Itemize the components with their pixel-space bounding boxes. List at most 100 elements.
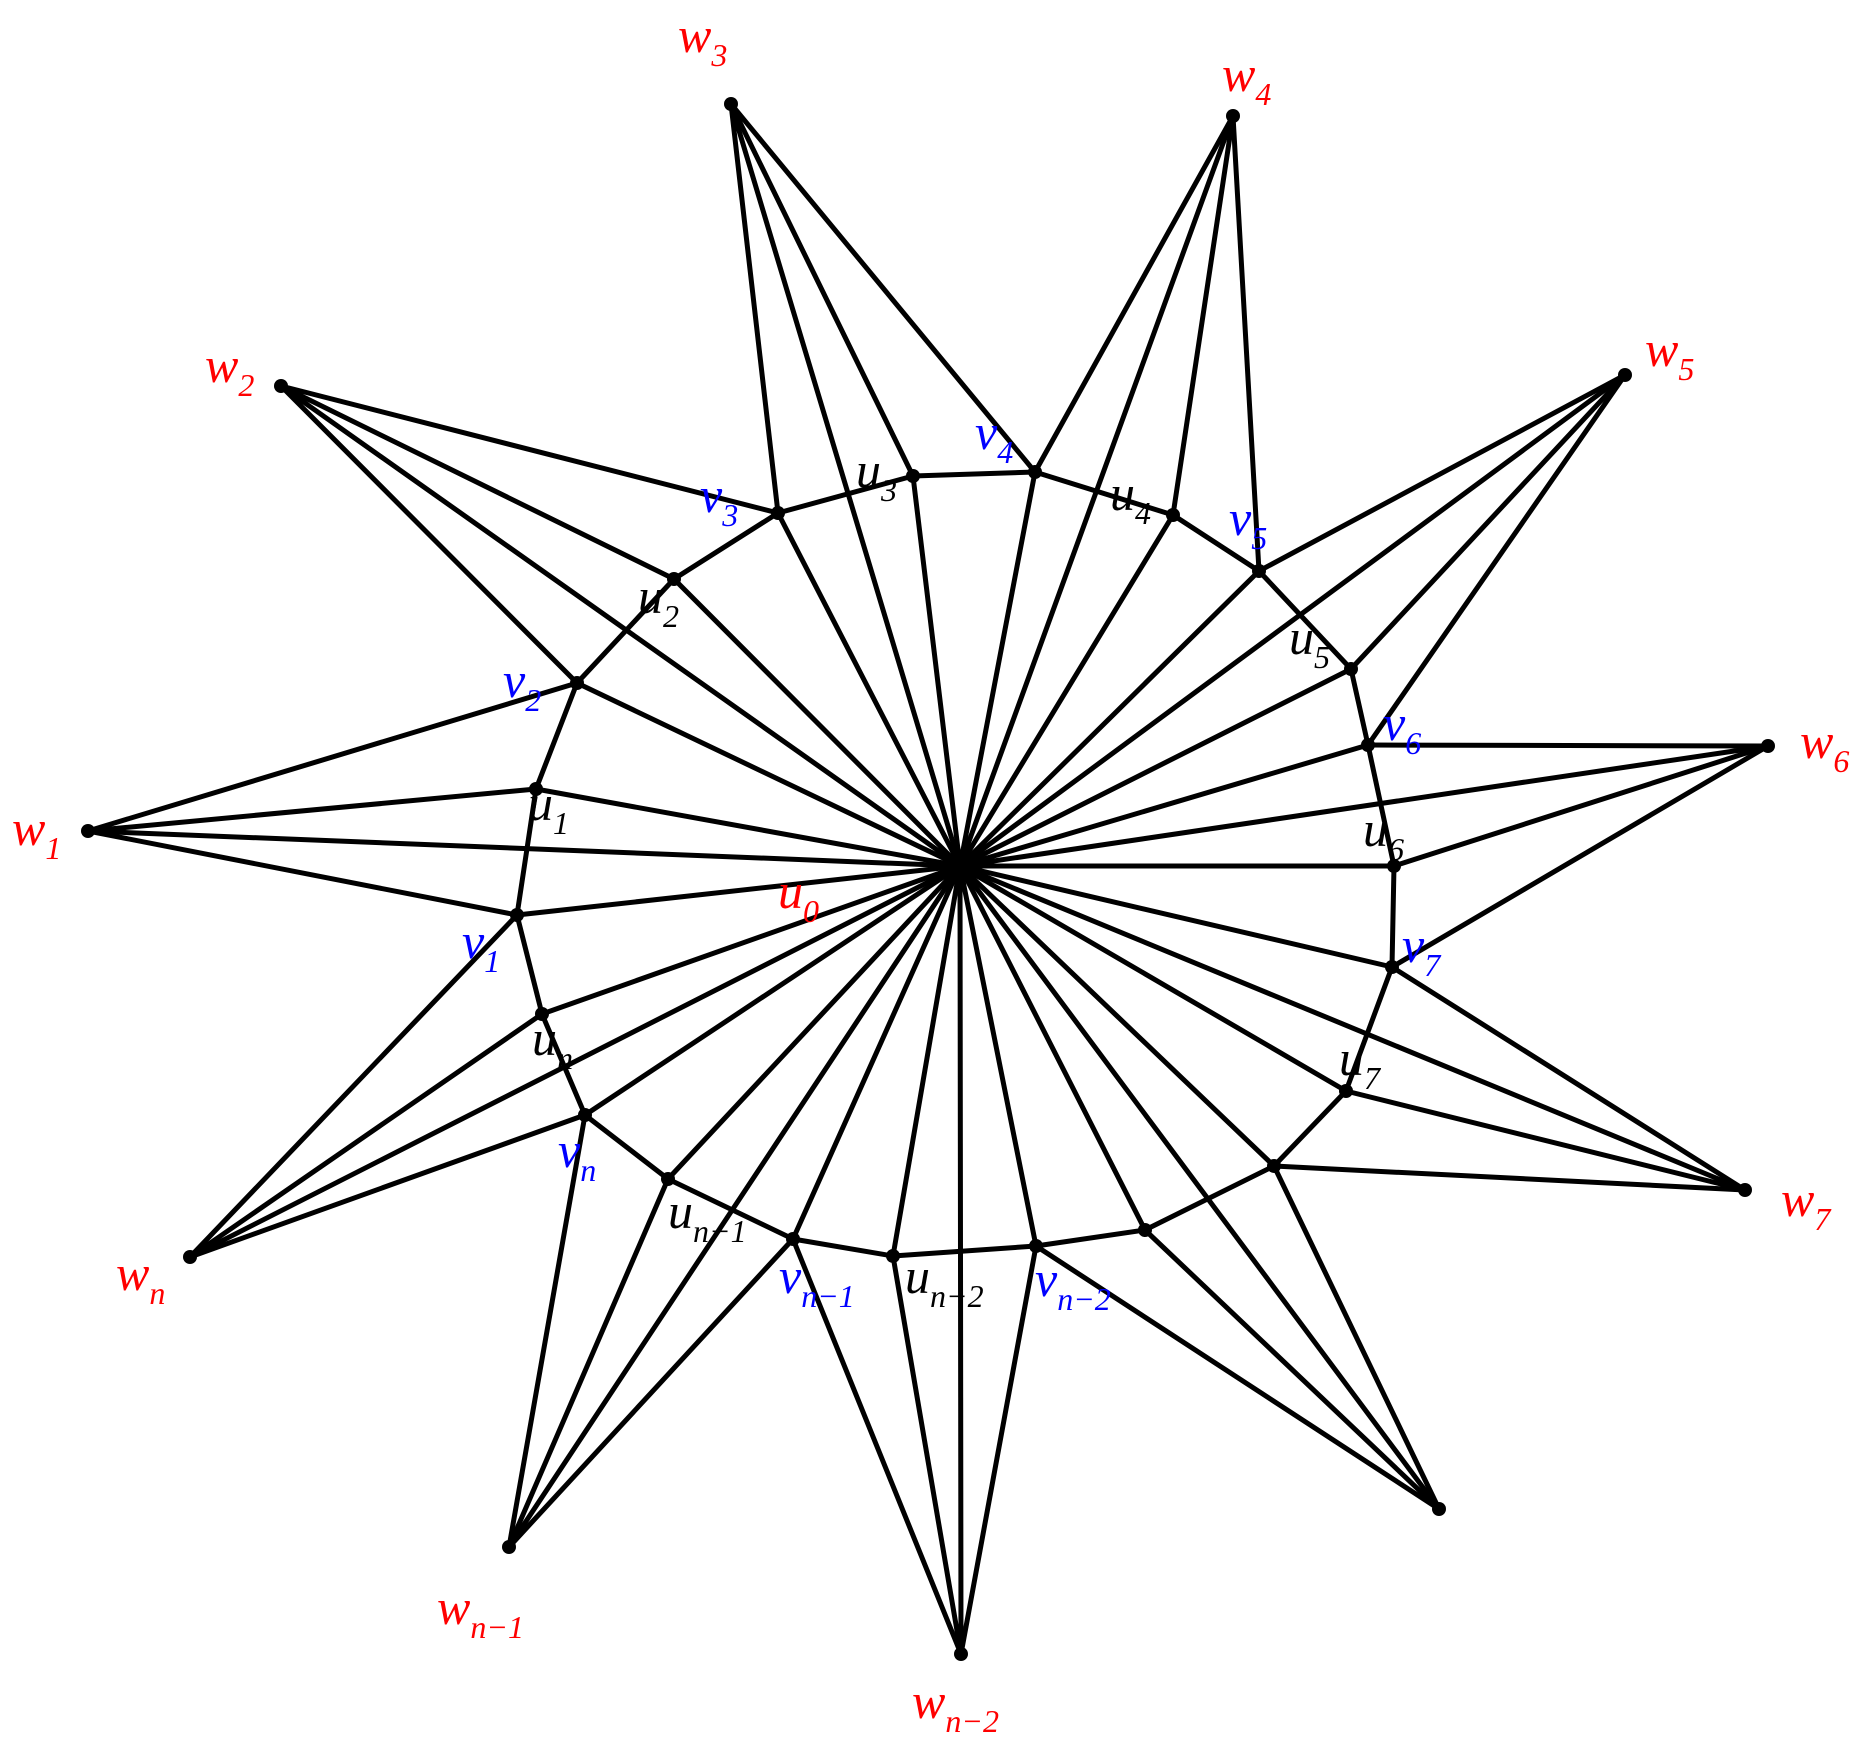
vertex-w2 <box>274 379 288 393</box>
edge-w7-u0 <box>957 863 1748 1193</box>
label-subscript: 3 <box>721 497 738 533</box>
label-base: v <box>1402 917 1425 973</box>
edge-wn2-un2 <box>890 1253 964 1657</box>
edge-u0-v2 <box>574 680 963 869</box>
label-base: u <box>638 568 663 624</box>
vertex-v2 <box>570 676 584 690</box>
label-subscript: 6 <box>1405 725 1421 761</box>
label-base: u <box>528 775 553 831</box>
vertex-w5 <box>1618 368 1632 382</box>
label-vn2: vn−2 <box>1035 1251 1111 1317</box>
vertex-u6 <box>1387 859 1401 873</box>
label-w4: w4 <box>1222 46 1271 112</box>
edge-un1-vn <box>582 1112 671 1182</box>
vertex-v1 <box>510 908 524 922</box>
edge-u0-un <box>539 863 963 1017</box>
label-base: v <box>700 467 723 523</box>
vertex-u2 <box>667 572 681 586</box>
label-v6: v6 <box>1383 695 1421 761</box>
edge-u0-v7 <box>957 863 1395 970</box>
vertex-v7 <box>1385 960 1399 974</box>
vertex-vn <box>578 1108 592 1122</box>
label-base: u <box>532 1010 557 1066</box>
label-v5: v5 <box>1229 490 1267 556</box>
vertex-v3 <box>771 506 785 520</box>
label-base: w <box>437 1579 470 1635</box>
label-subscript: 6 <box>1833 743 1849 779</box>
label-subscript: 1 <box>45 830 61 866</box>
label-subscript: 2 <box>663 598 679 634</box>
label-base: u <box>1110 465 1135 521</box>
label-subscript: 7 <box>1814 1201 1832 1237</box>
edge-vx-ux <box>1142 1163 1277 1233</box>
label-w5: w5 <box>1645 321 1694 387</box>
edge-w6-u6 <box>1391 743 1771 869</box>
edge-u0-u2 <box>671 576 963 869</box>
edge-u0-ux <box>957 863 1148 1233</box>
label-vn1: vn−1 <box>779 1248 855 1314</box>
edge-u5-v6 <box>1348 666 1371 748</box>
vertex-vn1 <box>786 1232 800 1246</box>
vertex-w1 <box>81 824 95 838</box>
label-subscript: n <box>580 1152 596 1188</box>
label-base: w <box>116 1245 149 1301</box>
vertex-w3 <box>724 97 738 111</box>
label-u6: u6 <box>1363 801 1404 867</box>
label-v2: v2 <box>503 652 541 718</box>
label-subscript: 3 <box>880 472 897 508</box>
label-u3: u3 <box>856 442 897 508</box>
label-subscript: n−1 <box>693 1213 747 1249</box>
edge-wn1-vn <box>506 1112 588 1550</box>
edge-w7-vx <box>1271 1163 1748 1193</box>
edge-un-v1 <box>514 912 545 1017</box>
label-subscript: 4 <box>997 434 1013 470</box>
vertex-u3 <box>906 469 920 483</box>
vertex-un1 <box>661 1172 675 1186</box>
vertex-w4 <box>1226 109 1240 123</box>
edge-w1-u1 <box>85 786 539 834</box>
label-base: w <box>912 1673 945 1729</box>
edge-w5-v5 <box>1256 372 1628 574</box>
label-subscript: 1 <box>484 943 500 979</box>
label-subscript: 4 <box>1255 76 1271 112</box>
edge-u0-u5 <box>957 666 1354 869</box>
vertex-vx <box>1267 1159 1281 1173</box>
edge-u0-u3 <box>910 473 963 869</box>
edge-wn-v1 <box>187 912 520 1260</box>
label-w1: w1 <box>12 800 61 866</box>
edge-w6-v6 <box>1365 742 1771 749</box>
label-u1: u1 <box>528 775 569 841</box>
label-subscript: n−1 <box>470 1609 524 1645</box>
label-base: u <box>856 442 881 498</box>
label-base: w <box>205 337 238 393</box>
label-v4: v4 <box>975 404 1013 470</box>
label-v1: v1 <box>462 913 500 979</box>
edge-ux-vn2 <box>1033 1227 1148 1249</box>
edge-u0-vx <box>957 863 1277 1169</box>
edge-u0-un1 <box>665 863 963 1182</box>
label-subscript: n−2 <box>1057 1281 1111 1317</box>
edge-wn1-u0 <box>506 863 963 1550</box>
edge-w3-u0 <box>728 101 963 869</box>
label-subscript: n <box>149 1275 165 1311</box>
edge-w1-u0 <box>85 828 963 869</box>
vertex-v4 <box>1028 465 1042 479</box>
edge-u0-vn <box>582 863 963 1118</box>
label-subscript: 3 <box>710 37 727 73</box>
vertex-u5 <box>1344 662 1358 676</box>
edge-u0-v1 <box>514 863 963 918</box>
label-w3: w3 <box>678 7 727 73</box>
edge-wx-vx <box>1271 1163 1442 1512</box>
vertex-un <box>535 1007 549 1021</box>
edge-wn2-vn1 <box>790 1236 964 1657</box>
edge-v3-u3 <box>775 473 916 516</box>
vertex-u1 <box>529 782 543 796</box>
edge-w5-u0 <box>957 372 1628 869</box>
edge-wn1-vn1 <box>506 1236 796 1550</box>
label-base: v <box>1229 490 1252 546</box>
edge-wn2-u0 <box>957 863 964 1657</box>
edge-wx-ux <box>1142 1227 1442 1512</box>
label-subscript: n <box>557 1040 573 1076</box>
label-subscript: n−2 <box>945 1703 999 1739</box>
vertex-v6 <box>1361 738 1375 752</box>
